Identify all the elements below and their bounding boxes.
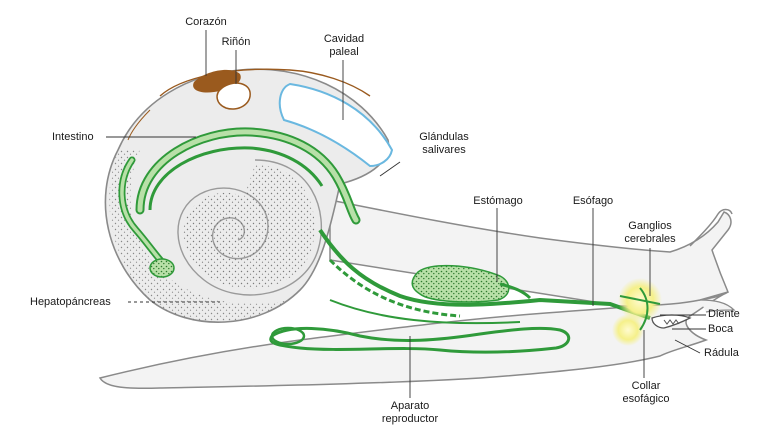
- label-hepatopancreas: Hepatopáncreas: [30, 296, 111, 308]
- label-cavidad-paleal: Cavidad paleal: [323, 33, 365, 58]
- label-glandulas-salivares: Glándulas salivares: [419, 131, 469, 156]
- salivary-glands: [411, 264, 510, 303]
- label-aparato-reproductor: Aparato reproductor: [381, 400, 439, 425]
- label-radula: Rádula: [704, 347, 739, 359]
- mantle-cavity: [278, 82, 394, 168]
- label-rinon: Riñón: [221, 36, 251, 48]
- digestive-tube: [318, 228, 651, 320]
- snail-head: [329, 199, 732, 307]
- label-intestino: Intestino: [52, 131, 94, 143]
- reproductive-system: [269, 326, 571, 354]
- leader-lines: [106, 30, 706, 398]
- label-estomago: Estómago: [473, 195, 523, 207]
- kidney-shape: [216, 82, 251, 110]
- label-ganglios-cerebrales: Ganglios cerebrales: [624, 220, 676, 245]
- label-diente: Diente: [708, 308, 740, 320]
- label-boca: Boca: [708, 323, 734, 335]
- label-esofago: Esófago: [572, 195, 614, 207]
- label-collar-esofagico: Collar esofágico: [622, 380, 670, 405]
- label-corazon: Corazón: [185, 16, 227, 28]
